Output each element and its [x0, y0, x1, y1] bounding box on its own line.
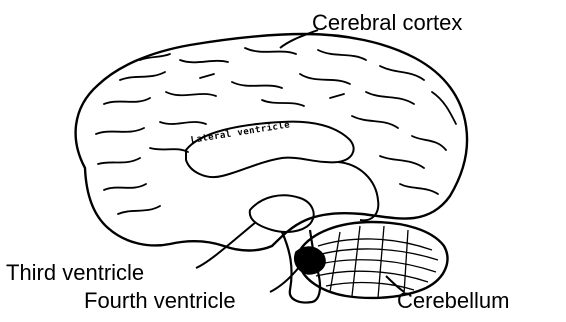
cerebral-cortex-label: Cerebral cortex: [312, 12, 462, 34]
lateral-ventricle-horn: [338, 162, 378, 220]
third-ventricle-label: Third ventricle: [6, 262, 144, 284]
fourth-ventricle-shape: [295, 247, 325, 274]
cerebrum-outline: [76, 34, 467, 251]
leader-third-ventricle: [196, 222, 256, 268]
fourth-ventricle-label: Fourth ventricle: [84, 290, 236, 312]
third-ventricle-shape: [250, 195, 314, 232]
leader-fourth-ventricle: [270, 266, 300, 292]
cerebellum-label: Cerebellum: [397, 290, 510, 312]
